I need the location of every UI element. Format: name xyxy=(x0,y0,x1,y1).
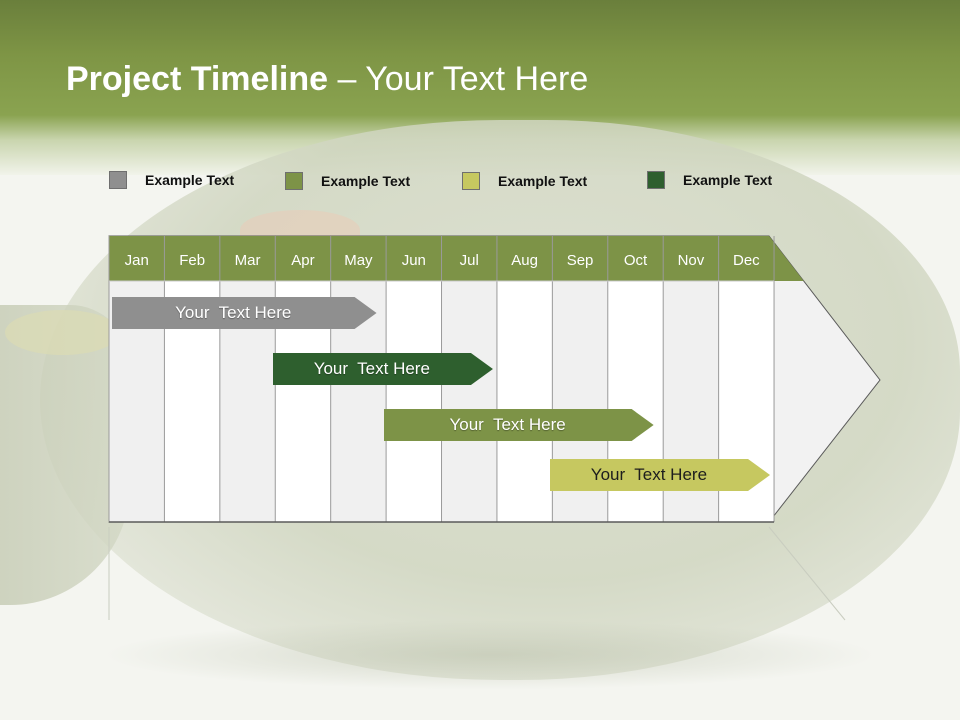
legend-swatch xyxy=(647,171,665,189)
month-label: Nov xyxy=(678,252,705,269)
month-label: Apr xyxy=(291,252,314,269)
month-column xyxy=(386,281,442,522)
reflection-line xyxy=(768,526,846,621)
task-bar: Your Text Here xyxy=(384,409,654,441)
month-header-strip xyxy=(109,236,804,281)
legend-label: Example Text xyxy=(145,172,235,188)
legend-swatch xyxy=(462,172,480,190)
task-bar-label: Your Text Here xyxy=(175,303,292,322)
slide-title-rest: – Your Text Here xyxy=(328,60,589,98)
legend-item: Example Text xyxy=(462,172,587,190)
floor-shadow xyxy=(100,620,880,690)
month-label: Oct xyxy=(624,252,648,269)
legend-label: Example Text xyxy=(498,173,588,189)
month-column xyxy=(496,281,553,522)
slide-title: Project Timeline – Your Text Here xyxy=(66,60,588,99)
legend-item: Example Text xyxy=(647,171,772,189)
background-avocado-flesh xyxy=(5,310,120,355)
legend-item: Example Text xyxy=(285,172,410,190)
task-bar-label: Your Text Here xyxy=(449,415,566,434)
month-label: Dec xyxy=(733,252,760,269)
task-bar: Your Text Here xyxy=(273,353,493,385)
month-label: Jan xyxy=(125,252,149,269)
month-label: Sep xyxy=(567,252,594,269)
task-bar-label: Your Text Here xyxy=(313,359,430,378)
month-label: Jun xyxy=(402,252,426,269)
legend-swatch xyxy=(285,172,303,190)
legend-swatch xyxy=(109,171,127,189)
task-bar-label: Your Text Here xyxy=(590,465,708,484)
legend-label: Example Text xyxy=(321,173,411,189)
legend-item: Example Text xyxy=(109,171,234,189)
month-label: Jul xyxy=(460,252,479,269)
slide-title-bold: Project Timeline xyxy=(66,60,329,98)
month-label: Aug xyxy=(511,252,538,269)
month-label: Feb xyxy=(179,252,205,269)
month-label: May xyxy=(344,252,373,269)
month-column xyxy=(441,281,497,522)
month-label: Mar xyxy=(235,252,261,269)
task-bar: Your Text Here xyxy=(112,297,377,329)
task-bar: Your Text Here xyxy=(550,459,770,491)
legend-label: Example Text xyxy=(683,172,773,188)
